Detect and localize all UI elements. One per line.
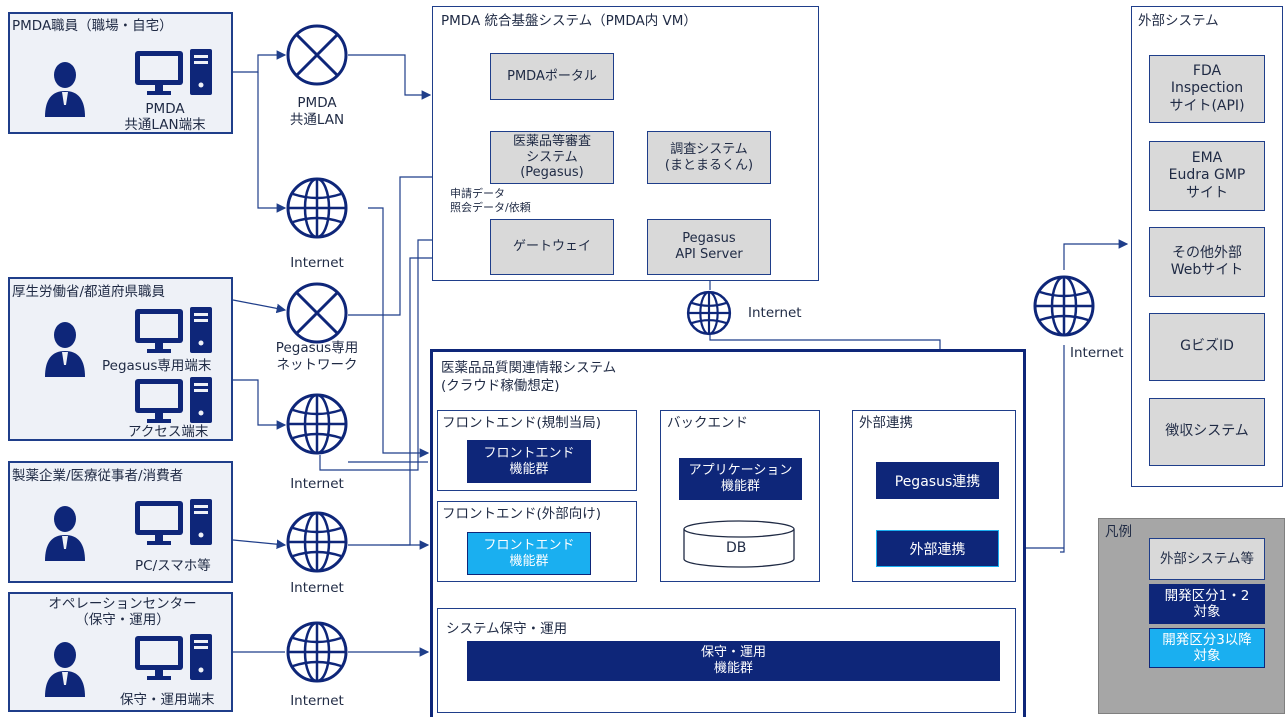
closed-network-icon (286, 282, 348, 344)
panel-title: フロントエンド(外部向け) (442, 506, 602, 522)
terminal-label: アクセス端末 (128, 424, 209, 440)
computer-icon (135, 49, 212, 95)
external-system-item: FDA Inspection サイト(API) (1149, 55, 1265, 123)
pmda-portal-box: PMDAポータル (490, 53, 614, 100)
external-link-box: 外部連携 (876, 530, 999, 567)
api-server-box: Pegasus API Server (647, 219, 771, 275)
terminal-label: 保守・運用端末 (120, 692, 215, 708)
frontend-external-box: フロントエンド 機能群 (467, 532, 591, 575)
container-title: PMDA 統合基盤システム（PMDA内 VM） (441, 13, 697, 29)
computer-icon (135, 377, 212, 423)
ops-box: 保守・運用 機能群 (467, 641, 1000, 681)
network-label-internet: Internet (290, 255, 344, 271)
person-icon (45, 62, 85, 117)
user-group-pmda: PMDA職員（職場・自宅） PMDA 共通LAN端末 (8, 12, 233, 134)
user-group-title: 製薬企業/医療従事者/消費者 (12, 468, 184, 484)
panel-title: システム保守・運用 (446, 621, 568, 637)
user-group-title: PMDA職員（職場・自宅） (12, 18, 173, 34)
internet-globe-icon (286, 177, 348, 239)
pegasus-system-box: 医薬品等審査 システム (Pegasus) (490, 131, 614, 184)
network-label-internet: Internet (290, 580, 344, 596)
person-icon (45, 642, 85, 697)
terminal-label: Pegasus専用端末 (102, 358, 212, 374)
network-label-internet: Internet (748, 305, 802, 321)
user-group-title: オペレーションセンター （保守・運用） (48, 596, 197, 629)
container-title: 外部システム (1138, 13, 1219, 29)
person-icon (45, 322, 85, 377)
network-label-internet: Internet (290, 693, 344, 709)
internet-globe-icon (286, 621, 348, 683)
pegasus-link-box: Pegasus連携 (876, 462, 999, 499)
network-label-internet: Internet (1070, 345, 1124, 361)
legend-item-phase-1-2: 開発区分1・2 対象 (1149, 584, 1265, 624)
internet-globe-icon (1033, 275, 1095, 337)
legend-item-phase-3: 開発区分3以降 対象 (1149, 628, 1265, 668)
external-system-item: EMA Eudra GMP サイト (1149, 141, 1265, 211)
gateway-box: ゲートウェイ (490, 219, 614, 275)
user-group-ops: オペレーションセンター （保守・運用） 保守・運用端末 (8, 592, 233, 712)
internet-globe-icon (286, 511, 348, 573)
user-group-title: 厚生労働省/都道府県職員 (12, 284, 166, 300)
frontend-regulator-box: フロントエンド 機能群 (467, 440, 591, 483)
internet-globe-icon (286, 393, 348, 455)
user-group-pharma: 製薬企業/医療従事者/消費者 PC/スマホ等 (8, 461, 233, 583)
legend-title: 凡例 (1105, 524, 1132, 540)
container-title: 医薬品品質関連情報システム (クラウド稼働想定) (441, 360, 617, 394)
person-icon (45, 506, 85, 561)
user-group-mhlw: 厚生労働省/都道府県職員 Pegasus専用端末 アクセス端末 (8, 277, 233, 441)
network-label-internet: Internet (290, 476, 344, 492)
flow-label: 申請データ 照会データ/依頼 (450, 187, 531, 214)
panel-title: 外部連携 (859, 415, 913, 431)
network-label-pmda-lan: PMDA 共通LAN (289, 95, 345, 128)
panel-title: フロントエンド(規制当局) (442, 415, 602, 431)
database-icon (683, 520, 795, 568)
internet-globe-icon (686, 290, 732, 336)
panel-title: バックエンド (667, 415, 748, 431)
closed-network-icon (286, 24, 348, 86)
database-label: DB (726, 540, 747, 556)
terminal-label: PC/スマホ等 (135, 558, 211, 574)
external-system-item: GビズID (1149, 313, 1265, 381)
network-label-pegasus: Pegasus専用 ネットワーク (275, 340, 359, 373)
terminal-label: PMDA 共通LAN端末 (124, 101, 206, 134)
external-system-item: 徴収システム (1149, 398, 1265, 466)
survey-system-box: 調査システム (まとまるくん) (647, 131, 771, 184)
computer-icon (135, 634, 212, 680)
legend-item-external: 外部システム等 (1149, 538, 1265, 580)
application-box: アプリケーション 機能群 (679, 458, 802, 500)
computer-icon (135, 307, 212, 353)
external-system-item: その他外部 Webサイト (1149, 227, 1265, 297)
computer-icon (135, 499, 212, 545)
